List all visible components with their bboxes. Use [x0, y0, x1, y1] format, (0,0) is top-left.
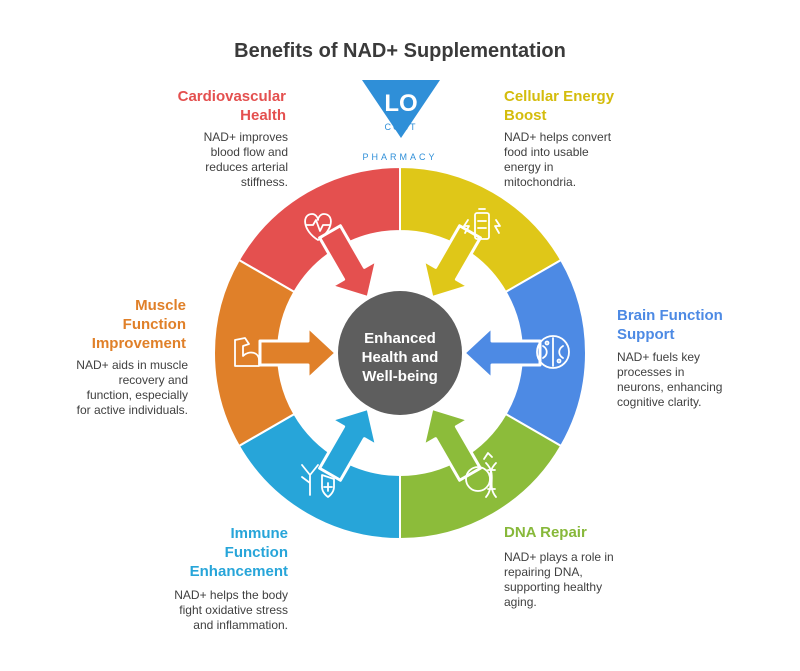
desc-line: NAD+ plays a role in: [504, 550, 614, 564]
desc-line: cognitive clarity.: [617, 395, 702, 409]
immune-shield-icon: [301, 464, 335, 498]
heading-line: Cellular Energy: [504, 88, 615, 105]
heading-line: Muscle: [135, 297, 186, 314]
page-title: Benefits of NAD+ Supplementation: [234, 40, 566, 62]
logo-cost: COST: [384, 122, 417, 132]
immune-arrow-shape: [318, 406, 379, 482]
cellular-energy-arrow: [421, 224, 482, 300]
cellular-energy-arrow-shape: [421, 224, 482, 300]
center-line-2: Health and: [361, 349, 439, 366]
immune-arrow: [318, 406, 379, 482]
dna-repair-arrow-shape: [421, 406, 482, 482]
heading-line: Function: [122, 316, 186, 333]
cardiovascular-heading: Cardiovascular Health: [126, 87, 286, 125]
cardiovascular-description: NAD+ improves blood flow and reduces art…: [158, 130, 288, 190]
desc-line: neurons, enhancing: [617, 380, 723, 394]
desc-line: NAD+ improves: [203, 130, 288, 144]
desc-line: NAD+ helps convert: [504, 130, 612, 144]
desc-line: recovery and: [118, 373, 188, 387]
dna-repair-arrow: [421, 406, 482, 482]
heading-line: Enhancement: [189, 563, 288, 580]
desc-line: reduces arterial: [205, 160, 288, 174]
heading-line: Boost: [504, 107, 547, 124]
brain-function-description: NAD+ fuels key processes in neurons, enh…: [617, 350, 767, 410]
desc-line: repairing DNA,: [504, 565, 583, 579]
heart-pulse-icon: [304, 213, 332, 241]
desc-line: for active individuals.: [76, 403, 188, 417]
cardiovascular-arrow: [318, 224, 379, 300]
desc-line: processes in: [617, 365, 685, 379]
center-circle: [338, 291, 462, 415]
heading-line: DNA Repair: [504, 524, 587, 541]
cellular-energy-description: NAD+ helps convert food into usable ener…: [504, 130, 639, 190]
brain-icon: [536, 335, 570, 369]
battery-energy-icon: [463, 208, 501, 240]
brain-function-arrow-shape: [462, 325, 542, 381]
desc-line: NAD+ helps the body: [174, 588, 288, 602]
desc-line: and inflammation.: [193, 618, 288, 632]
desc-line: supporting healthy: [504, 580, 603, 594]
immune-description: NAD+ helps the body fight oxidative stre…: [148, 588, 288, 633]
flexed-arm-icon: [234, 337, 260, 367]
brain-function-arrow: [462, 325, 542, 381]
logo-triangle: [362, 80, 440, 138]
heading-line: Improvement: [91, 335, 186, 352]
logo-lo: LO: [384, 90, 417, 117]
dna-icon: [465, 452, 497, 498]
heading-line: Function: [224, 544, 288, 561]
desc-line: NAD+ aids in muscle: [76, 358, 188, 372]
heading-line: Support: [617, 326, 675, 343]
center-line-1: Enhanced: [364, 330, 436, 347]
muscle-description: NAD+ aids in muscle recovery and functio…: [18, 358, 188, 418]
desc-line: NAD+ fuels key: [617, 350, 701, 364]
desc-line: function, especially: [86, 388, 188, 402]
muscle-heading: Muscle Function Improvement: [36, 296, 186, 353]
cardiovascular-arrow-shape: [318, 224, 379, 300]
heading-line: Brain Function: [617, 307, 723, 324]
brand-logo: LO COST: [362, 80, 440, 138]
heading-line: Immune: [230, 525, 288, 542]
dna-repair-sector: [399, 412, 563, 541]
dna-repair-heading: DNA Repair: [504, 523, 654, 542]
cellular-energy-heading: Cellular Energy Boost: [504, 87, 664, 125]
desc-line: mitochondria.: [504, 175, 577, 189]
center-line-3: Well-being: [362, 368, 438, 385]
heading-line: Health: [240, 107, 286, 124]
muscle-arrow-shape: [258, 325, 338, 381]
muscle-arrow: [258, 325, 338, 381]
dna-repair-description: NAD+ plays a role in repairing DNA, supp…: [504, 550, 644, 610]
desc-line: fight oxidative stress: [179, 603, 288, 617]
immune-heading: Immune Function Enhancement: [138, 524, 288, 581]
desc-line: aging.: [504, 595, 537, 609]
desc-line: stiffness.: [240, 175, 288, 189]
brain-function-heading: Brain Function Support: [617, 306, 767, 344]
center-label: Enhanced Health and Well-being: [345, 329, 455, 386]
desc-line: energy in: [504, 160, 554, 174]
desc-line: blood flow and: [210, 145, 288, 159]
desc-line: food into usable: [504, 145, 589, 159]
logo-pharmacy: PHARMACY: [362, 152, 438, 162]
heading-line: Cardiovascular: [177, 88, 286, 105]
